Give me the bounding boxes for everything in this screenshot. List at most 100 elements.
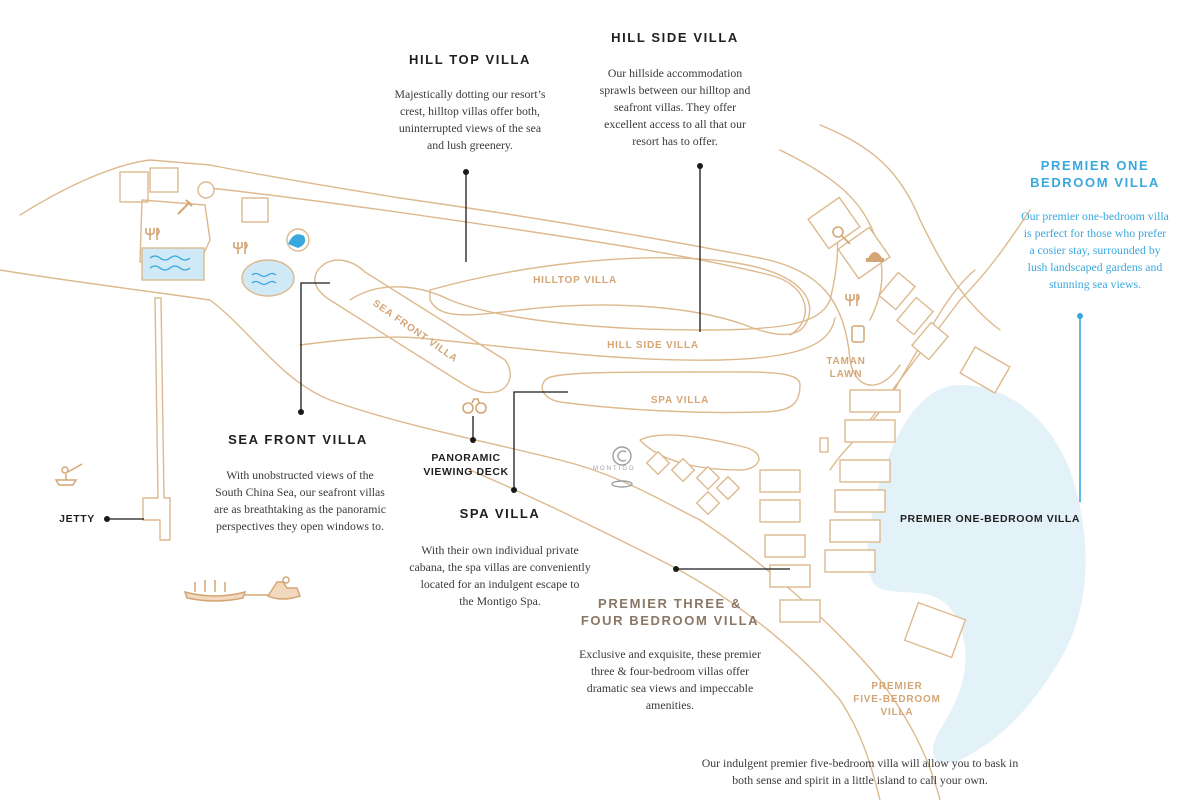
hillside-strip bbox=[349, 209, 839, 331]
jet-ski-icon bbox=[266, 576, 301, 600]
panoramic-deck-label: PANORAMIC VIEWING DECK bbox=[416, 451, 516, 479]
desc-line: resort has to offer. bbox=[632, 134, 718, 148]
montigo-brand-text: MONTIGO bbox=[593, 466, 636, 472]
seafront-leader-dot bbox=[298, 409, 304, 415]
spa-description: With their own individual private cabana… bbox=[385, 542, 615, 610]
desc-line: cabana, the spa villas are conveniently bbox=[409, 560, 591, 574]
jetty-label: JETTY bbox=[59, 513, 95, 525]
building bbox=[197, 181, 215, 199]
desc-line: a cosier stay, surrounded by bbox=[1029, 243, 1161, 257]
seafront-description: With unobstructed views of the South Chi… bbox=[185, 467, 415, 535]
map-label-taman-lawn: TAMAN LAWN bbox=[818, 355, 874, 381]
desc-line: excellent access to all that our bbox=[604, 117, 746, 131]
desc-line: sprawls between our hilltop and bbox=[599, 83, 751, 97]
spa-leader bbox=[513, 391, 568, 490]
premier-one-map-label: PREMIER ONE-BEDROOM VILLA bbox=[899, 513, 1081, 525]
lagoon bbox=[867, 385, 1086, 764]
restaurant-icon bbox=[233, 241, 248, 254]
heading-line: PREMIER THREE & bbox=[598, 596, 742, 611]
label-line: PANORAMIC bbox=[431, 452, 501, 464]
desc-line: amenities. bbox=[645, 698, 695, 712]
jetty-pier bbox=[142, 297, 171, 541]
pool bbox=[141, 247, 205, 281]
main-block bbox=[139, 199, 211, 263]
pool-icon bbox=[149, 255, 191, 271]
road-upper bbox=[209, 187, 806, 336]
hillside-lower bbox=[299, 317, 836, 361]
desc-line: both sense and spirit in a little island… bbox=[732, 773, 988, 787]
map-label-line: FIVE-BEDROOM bbox=[853, 694, 941, 705]
mosque-icon bbox=[866, 252, 884, 262]
east-road bbox=[869, 209, 1031, 421]
seafront-heading: SEA FRONT VILLA bbox=[228, 432, 368, 447]
spa-leader-dot bbox=[511, 487, 517, 493]
hilltop-leader-dot bbox=[463, 169, 469, 175]
hilltop-heading: HILL TOP VILLA bbox=[408, 52, 532, 67]
map-label-line: VILLA bbox=[880, 707, 914, 718]
hilltop-description: Majestically dotting our resort’s crest,… bbox=[350, 86, 590, 154]
label-line: VIEWING DECK bbox=[423, 466, 509, 478]
villa-blocks-east bbox=[645, 196, 1011, 659]
desc-line: South China Sea, our seafront villas bbox=[215, 485, 385, 499]
map-label-spa: SPA VILLA bbox=[650, 395, 710, 406]
taman-lawn-icon bbox=[851, 325, 865, 343]
desc-line: Our hillside accommodation bbox=[607, 66, 743, 80]
desc-line: stunning sea views. bbox=[1048, 277, 1142, 291]
coastline bbox=[19, 159, 901, 386]
building bbox=[149, 167, 179, 193]
spa-heading: SPA VILLA bbox=[459, 506, 541, 521]
hilltop-strip bbox=[429, 257, 811, 336]
pool bbox=[241, 259, 295, 297]
desc-line: and lush greenery. bbox=[426, 138, 514, 152]
map-label-line: TAMAN bbox=[826, 356, 866, 367]
map-label-hilltop: HILLTOP VILLA bbox=[533, 275, 617, 286]
coast-lower bbox=[0, 269, 941, 800]
desc-line: perspectives they open windows to. bbox=[215, 519, 385, 533]
heading-line: PREMIER ONE bbox=[1040, 158, 1150, 173]
premier-five-description: Our indulgent premier five-bedroom villa… bbox=[660, 755, 1060, 789]
map-label-premier-five: PREMIER FIVE-BEDROOM VILLA bbox=[852, 680, 942, 719]
desc-line: Our premier one-bedroom villa bbox=[1021, 209, 1169, 223]
premier-three-four-description: Exclusive and exquisite, these premier t… bbox=[550, 646, 790, 714]
heading-line: BEDROOM VILLA bbox=[1030, 175, 1160, 190]
hillside-leader-dot bbox=[697, 163, 703, 169]
desc-line: crest, hilltop villas offer both, bbox=[399, 104, 540, 118]
seafront-strip bbox=[314, 259, 511, 394]
premier-one-heading: PREMIER ONE BEDROOM VILLA bbox=[1000, 157, 1190, 191]
map-label-line: LAWN bbox=[829, 369, 863, 380]
desc-line: is perfect for those who prefer bbox=[1023, 226, 1167, 240]
spa-bird-icon bbox=[288, 234, 306, 248]
restaurant-icon bbox=[145, 227, 160, 240]
premier-three-four-heading: PREMIER THREE & FOUR BEDROOM VILLA bbox=[560, 595, 780, 629]
desc-line: dramatic sea views and impeccable bbox=[586, 681, 754, 695]
building bbox=[119, 171, 149, 203]
map-label-line: PREMIER bbox=[871, 681, 923, 692]
desc-line: the Montigo Spa. bbox=[459, 594, 541, 608]
pool-icon bbox=[251, 272, 277, 286]
spa-strip bbox=[541, 371, 801, 414]
desc-line: are as breathtaking as the panoramic bbox=[214, 502, 386, 516]
heading-line: FOUR BEDROOM VILLA bbox=[580, 613, 760, 628]
premier-one-leader-dot bbox=[1077, 313, 1083, 319]
bar-icon bbox=[177, 199, 193, 215]
montigo-logo bbox=[611, 446, 633, 488]
premier-three-four-leader-dot bbox=[673, 566, 679, 572]
premier-one-description: Our premier one-bedroom villa is perfect… bbox=[990, 208, 1200, 293]
desc-line: uninterrupted views of the sea bbox=[398, 121, 542, 135]
desc-line: lush landscaped gardens and bbox=[1027, 260, 1163, 274]
hillside-description: Our hillside accommodation sprawls betwe… bbox=[555, 65, 795, 150]
desc-line: Majestically dotting our resort’s bbox=[394, 87, 546, 101]
panoramic-leader-dot bbox=[470, 437, 476, 443]
hillside-heading: HILL SIDE VILLA bbox=[611, 30, 739, 45]
binoculars-icon bbox=[462, 398, 487, 414]
coast-outer bbox=[469, 469, 881, 800]
restaurant-icon bbox=[845, 293, 860, 306]
tennis-icon bbox=[832, 226, 851, 245]
banana-boat-icon bbox=[183, 580, 270, 602]
desc-line: located for an indulgent escape to bbox=[420, 577, 580, 591]
desc-line: With their own individual private bbox=[421, 543, 579, 557]
desc-line: Our indulgent premier five-bedroom villa… bbox=[701, 756, 1019, 770]
map-label-hillside: HILL SIDE VILLA bbox=[607, 340, 699, 351]
seafront-leader bbox=[300, 282, 330, 412]
